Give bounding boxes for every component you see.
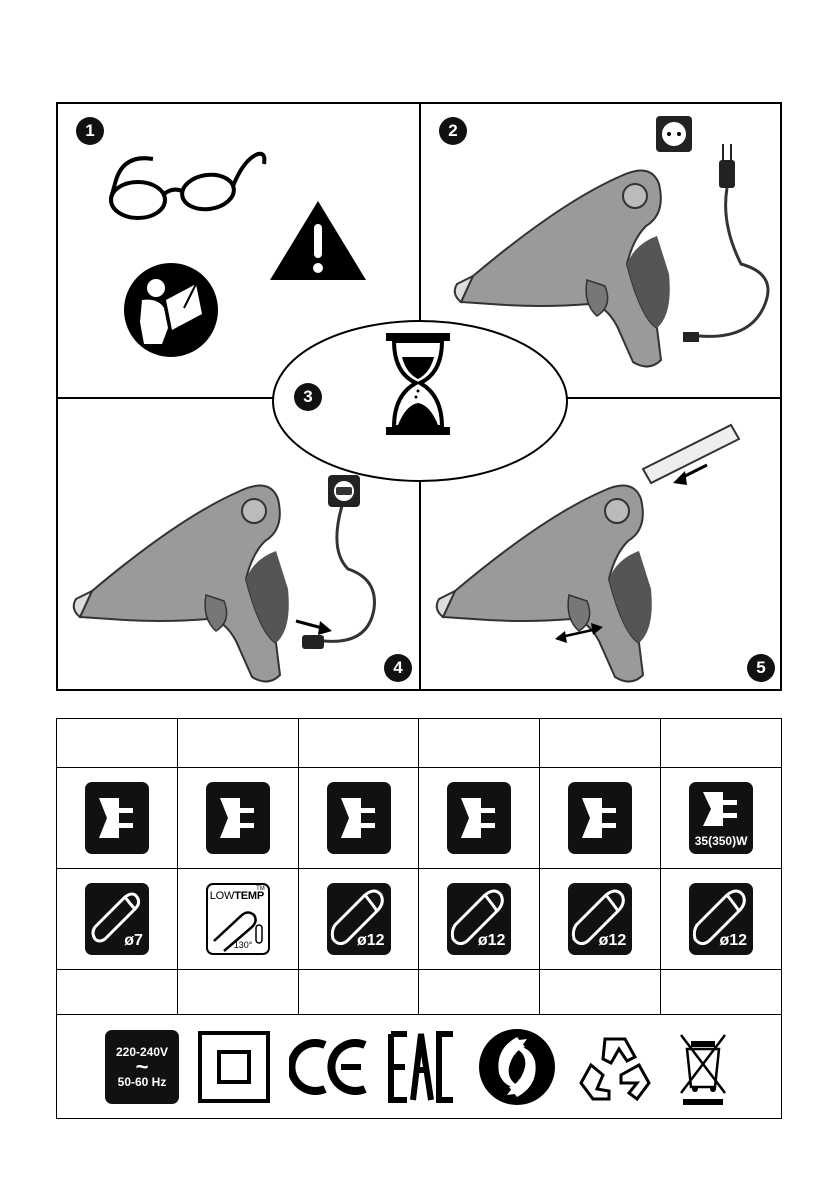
glue-stick-icon: ø12 [568,883,632,955]
glue-stick-icon: ø12 [689,883,753,955]
certification-row: 220-240V ~ 50-60 Hz [57,1015,782,1119]
spec-blank-row [57,970,782,1015]
power-row: 35(350)W [57,768,782,869]
hourglass-icon [386,333,450,435]
ac-symbol: ~ [136,1059,149,1075]
glue-stick-icon: ø7 [85,883,149,955]
glue-stick-icon: ø12 [327,883,391,955]
power-plug-icon [327,782,391,854]
stick-diameter: ø7 [124,932,143,950]
voltage-badge: 220-240V ~ 50-60 Hz [105,1030,179,1104]
weee-bin-icon [673,1027,733,1107]
stick-diameter: ø12 [719,932,747,950]
spec-header-row [57,719,782,768]
power-plug-icon: 35(350)W [689,782,753,854]
step-number-3: 3 [294,383,322,411]
stick-diameter: ø12 [599,932,627,950]
ce-mark-icon [289,1037,369,1097]
recycle-icon [575,1027,655,1107]
power-plug-icon [85,782,149,854]
stick-temperature: 130° [234,940,253,950]
green-dot-icon [477,1027,557,1107]
eac-mark-icon [387,1030,459,1104]
stick-diameter: ø12 [478,932,506,950]
frequency-range: 50-60 Hz [118,1075,167,1089]
power-plug-icon [206,782,270,854]
double-insulation-icon [197,1030,271,1104]
power-plug-icon [447,782,511,854]
glue-stick-icon: ø12 [447,883,511,955]
power-plug-icon [568,782,632,854]
power-rating: 35(350)W [689,834,753,848]
stick-diameter: ø12 [357,932,385,950]
